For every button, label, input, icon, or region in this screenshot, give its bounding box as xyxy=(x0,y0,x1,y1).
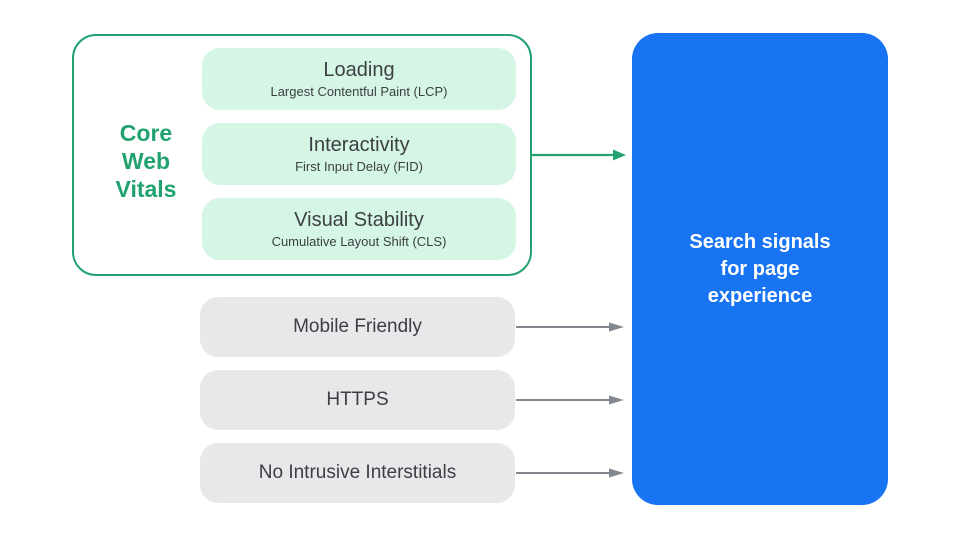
core-web-vitals-label-line: Web xyxy=(121,148,171,174)
core-web-vitals-label: Core Web Vitals xyxy=(88,119,204,203)
core-web-vitals-metric-list: Loading Largest Contentful Paint (LCP) I… xyxy=(202,48,516,260)
metric-card-loading: Loading Largest Contentful Paint (LCP) xyxy=(202,48,516,110)
signal-label: No Intrusive Interstitials xyxy=(258,462,457,483)
signal-label: Mobile Friendly xyxy=(293,316,422,337)
search-signals-label-line: for page xyxy=(720,257,800,280)
mobile-friendly-arrow-icon xyxy=(516,322,624,332)
search-signals-label: Search signals for page experience xyxy=(689,229,830,310)
core-web-vitals-arrow-icon xyxy=(531,149,626,161)
core-web-vitals-group: Core Web Vitals Loading Largest Contentf… xyxy=(72,34,532,276)
signal-card-https: HTTPS xyxy=(200,370,515,430)
metric-subtitle: First Input Delay (FID) xyxy=(295,159,423,174)
search-signals-label-line: experience xyxy=(707,284,813,307)
metric-card-interactivity: Interactivity First Input Delay (FID) xyxy=(202,123,516,185)
signal-label: HTTPS xyxy=(326,389,389,410)
metric-title: Loading xyxy=(323,59,395,81)
signal-card-mobile-friendly: Mobile Friendly xyxy=(200,297,515,357)
metric-subtitle: Cumulative Layout Shift (CLS) xyxy=(271,234,447,249)
metric-title: Interactivity xyxy=(308,134,410,156)
https-arrow-icon xyxy=(516,395,624,405)
signal-card-no-intrusive-interstitials: No Intrusive Interstitials xyxy=(200,443,515,503)
no-intrusive-interstitials-arrow-icon xyxy=(516,468,624,478)
metric-card-visual-stability: Visual Stability Cumulative Layout Shift… xyxy=(202,198,516,260)
search-signals-box: Search signals for page experience xyxy=(632,33,888,505)
core-web-vitals-label-line: Core xyxy=(119,120,173,146)
core-web-vitals-label-line: Vitals xyxy=(115,176,177,202)
metric-title: Visual Stability xyxy=(294,209,424,231)
search-signals-label-line: Search signals xyxy=(689,230,831,253)
metric-subtitle: Largest Contentful Paint (LCP) xyxy=(270,84,448,99)
